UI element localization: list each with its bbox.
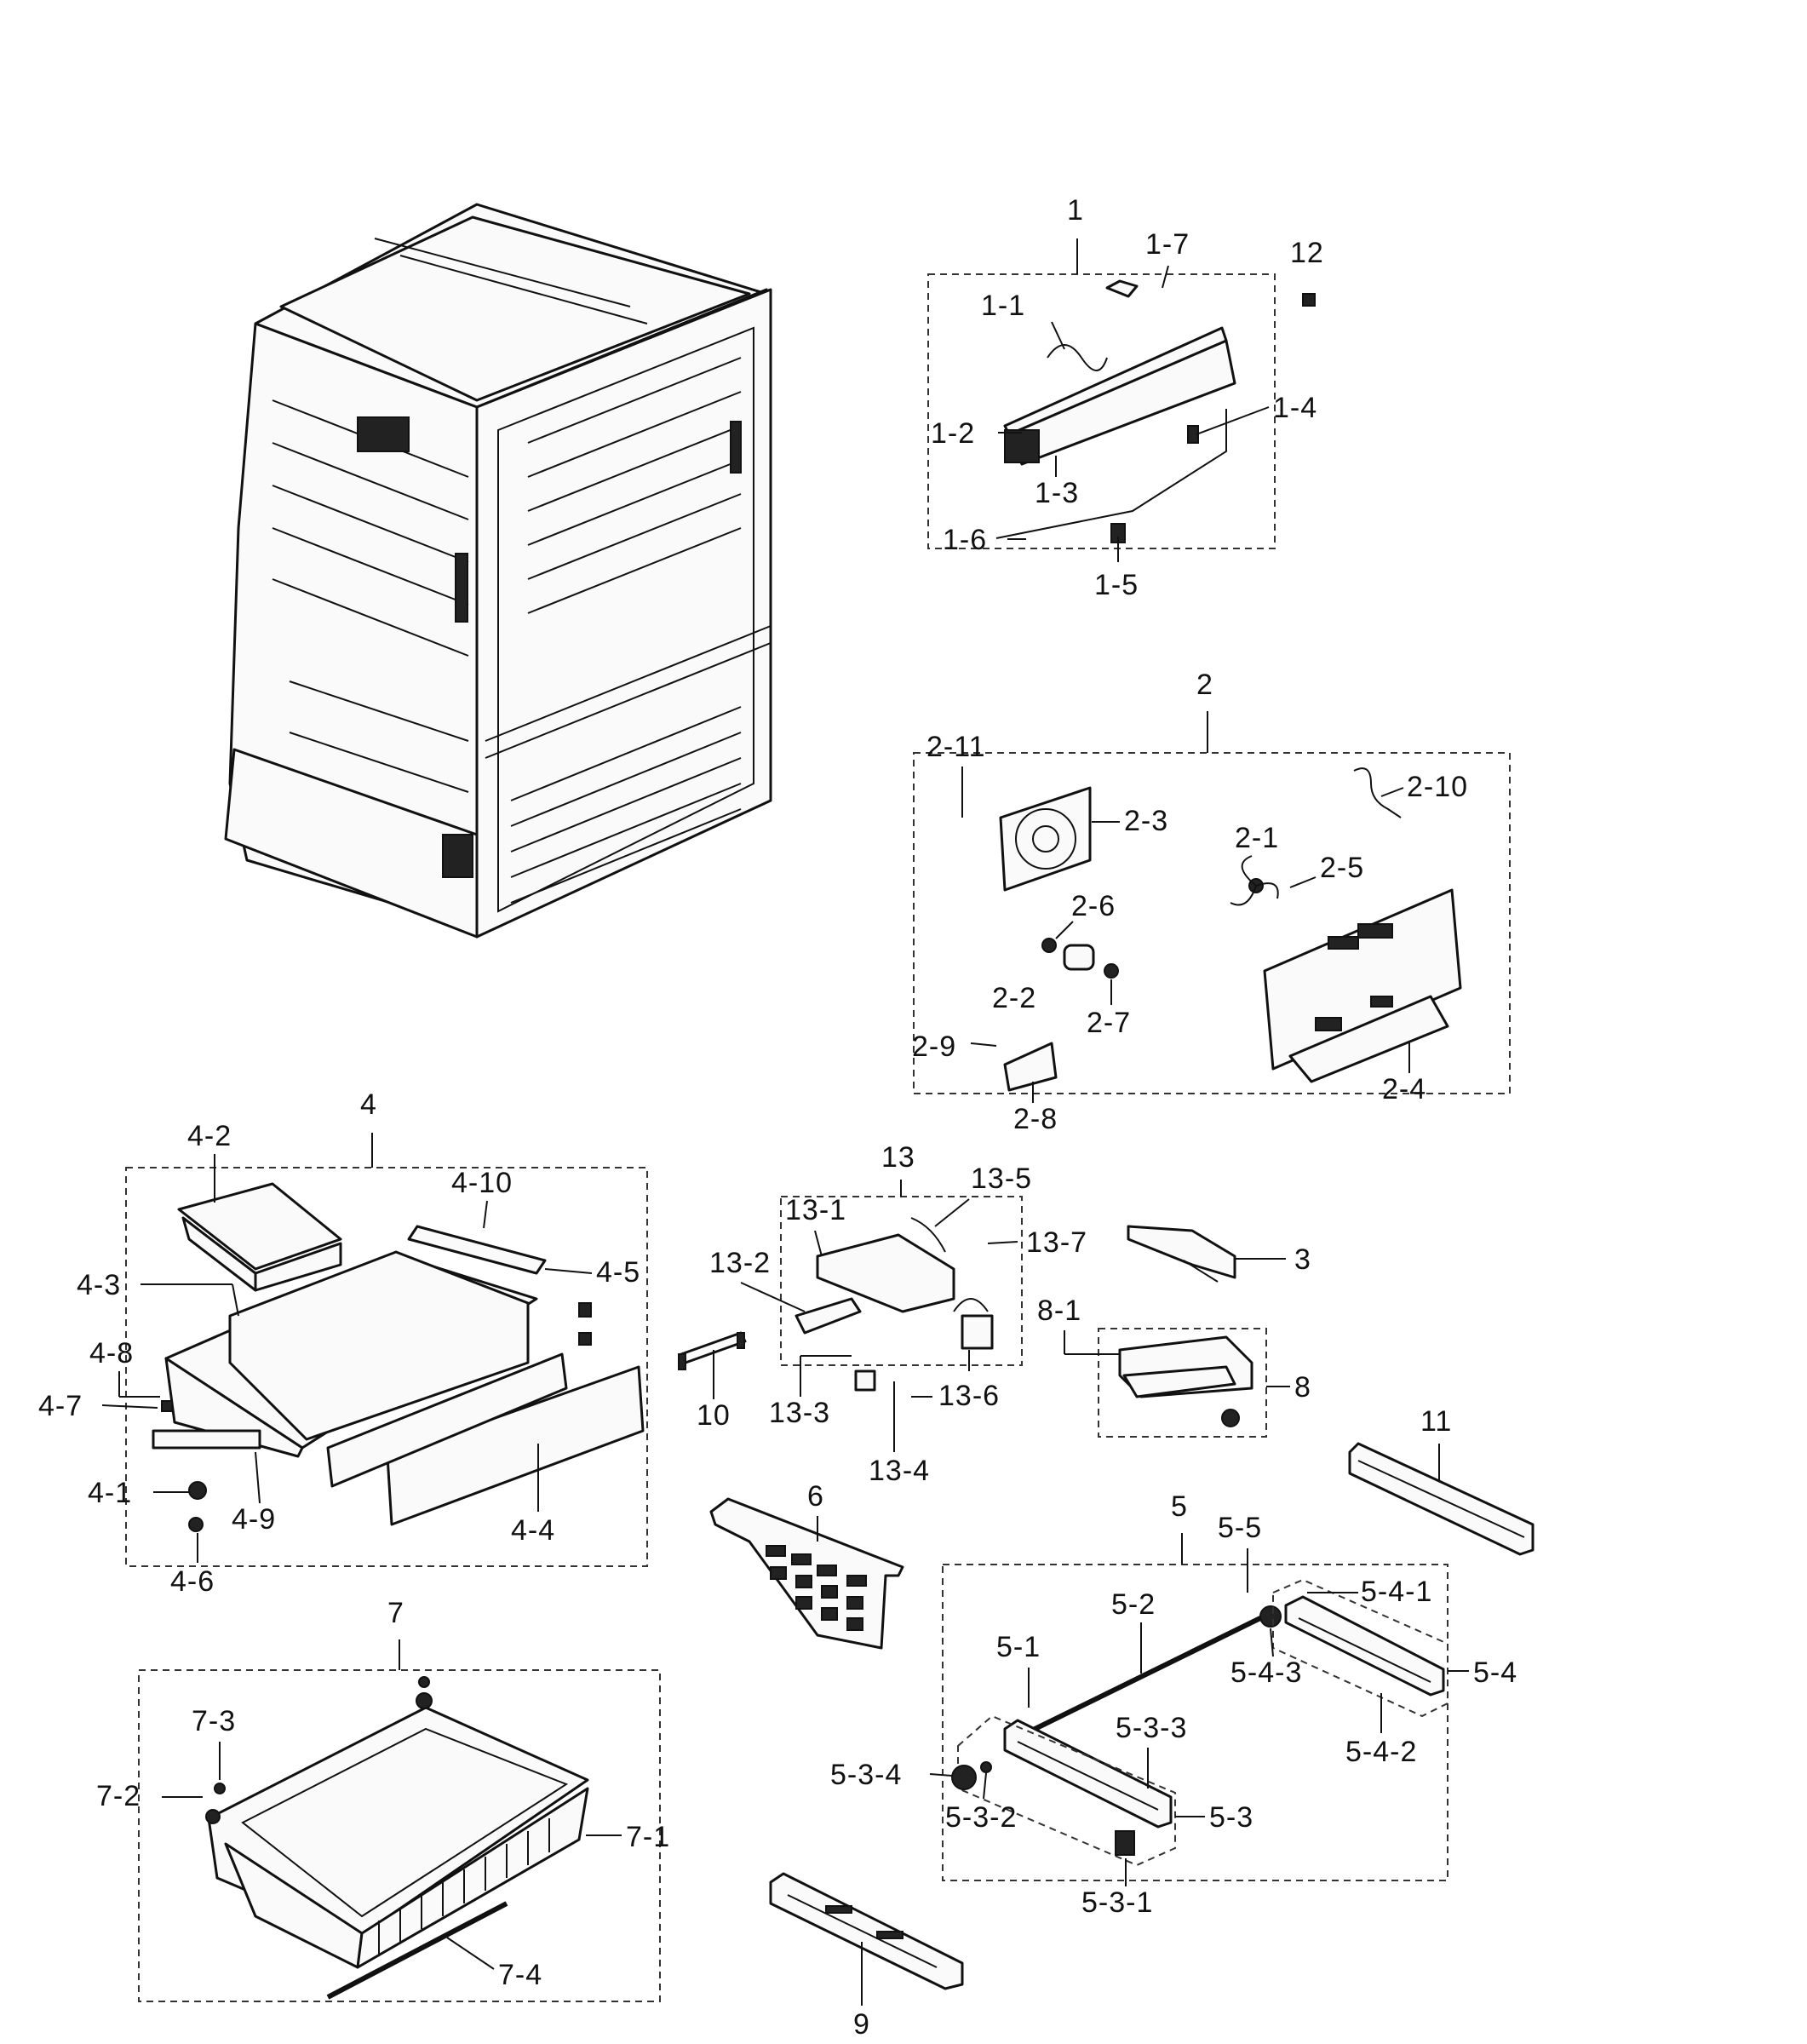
- callout-5-5: 5-5: [1218, 1512, 1262, 1544]
- callout-4-2: 4-2: [187, 1120, 232, 1152]
- callout-5-4-2: 5-4-2: [1345, 1736, 1417, 1768]
- group-2-fan-assembly: 2 2-11 2-3 2-10 2-1 2: [912, 669, 1511, 1135]
- callout-4-4: 4-4: [511, 1514, 555, 1547]
- part-9: 9: [769, 1872, 964, 2041]
- callout-2-9: 2-9: [912, 1031, 956, 1063]
- callout-13-5: 13-5: [971, 1163, 1032, 1195]
- group-4-upper-drawer: 4 4-2 4-10 4-5 4-3 4-8 4-7 4-1: [38, 1088, 648, 1598]
- callout-1-6: 1-6: [943, 524, 987, 556]
- callout-2-11: 2-11: [926, 731, 986, 763]
- callout-5-4-3: 5-4-3: [1230, 1656, 1302, 1689]
- callout-4-3: 4-3: [77, 1269, 121, 1301]
- callout-1-5: 1-5: [1094, 569, 1139, 601]
- refrigerator-cabinet: [224, 203, 772, 939]
- callout-2-10: 2-10: [1407, 771, 1468, 803]
- part-3: 3: [1127, 1225, 1311, 1283]
- callout-2: 2: [1196, 669, 1213, 701]
- callout-5-3-2: 5-3-2: [945, 1801, 1017, 1834]
- callout-2-5: 2-5: [1320, 852, 1364, 884]
- callout-7-1: 7-1: [626, 1821, 670, 1853]
- callout-4-8: 4-8: [89, 1337, 134, 1369]
- callout-4-7: 4-7: [38, 1390, 83, 1422]
- group-8: 8-1 8: [1037, 1295, 1311, 1438]
- callout-9: 9: [853, 2008, 870, 2041]
- callout-1-1: 1-1: [981, 290, 1025, 322]
- callout-4: 4: [360, 1088, 377, 1121]
- part-12: 12: [1290, 237, 1324, 307]
- callout-10: 10: [697, 1399, 731, 1432]
- callout-2-6: 2-6: [1071, 890, 1116, 922]
- callout-11: 11: [1420, 1405, 1452, 1438]
- part-6: 6: [709, 1480, 904, 1650]
- callout-13-2: 13-2: [709, 1247, 771, 1279]
- callout-4-1: 4-1: [88, 1477, 132, 1509]
- callout-1-7: 1-7: [1145, 228, 1190, 261]
- callout-5-1: 5-1: [996, 1631, 1041, 1663]
- callout-2-3: 2-3: [1124, 805, 1168, 837]
- callout-2-7: 2-7: [1087, 1007, 1131, 1039]
- callout-5-3: 5-3: [1209, 1801, 1253, 1834]
- callout-3: 3: [1294, 1243, 1311, 1276]
- callout-7-2: 7-2: [96, 1780, 141, 1812]
- callout-5-3-1: 5-3-1: [1081, 1886, 1153, 1919]
- callout-7-4: 7-4: [498, 1959, 542, 1991]
- callout-2-8: 2-8: [1013, 1103, 1058, 1135]
- part-10: 10: [678, 1331, 747, 1432]
- callout-2-1: 2-1: [1235, 822, 1279, 854]
- group-13-dispenser: 13 13-5 13-1 13-7 13-2 13-6 13-3 13-4: [709, 1141, 1087, 1487]
- callout-1-3: 1-3: [1035, 477, 1079, 509]
- callout-12: 12: [1290, 237, 1324, 269]
- callout-6: 6: [807, 1480, 824, 1513]
- callout-4-9: 4-9: [232, 1503, 276, 1536]
- callout-1-2: 1-2: [931, 417, 975, 450]
- callout-13-6: 13-6: [938, 1380, 1000, 1412]
- callout-4-6: 4-6: [170, 1565, 215, 1598]
- group-1-evaporator: 1 1-7 1-1 1-2 1-3 1-4 1-6 1-5: [927, 194, 1317, 601]
- part-11: 11: [1348, 1405, 1535, 1556]
- callout-1-4: 1-4: [1273, 392, 1317, 424]
- callout-8: 8: [1294, 1371, 1311, 1404]
- callout-5-2: 5-2: [1111, 1588, 1156, 1621]
- callout-5: 5: [1171, 1490, 1188, 1523]
- callout-4-5: 4-5: [596, 1256, 640, 1289]
- callout-13: 13: [881, 1141, 915, 1174]
- callout-7-3: 7-3: [192, 1705, 236, 1737]
- callout-4-10: 4-10: [451, 1167, 513, 1199]
- callout-2-2: 2-2: [992, 982, 1036, 1014]
- callout-5-3-4: 5-3-4: [830, 1759, 902, 1791]
- callout-13-7: 13-7: [1026, 1226, 1087, 1259]
- callout-13-4: 13-4: [869, 1455, 930, 1487]
- callout-5-3-3: 5-3-3: [1116, 1712, 1187, 1744]
- callout-13-3: 13-3: [769, 1397, 830, 1429]
- group-7-lower-drawer: 7 7-3 7-2 7-1 7-4: [96, 1597, 670, 2002]
- group-5-rail-assembly: 5 5-5 5-4-1 5-2 5-4-3 5-4 5-1 5-4-2 5-3-…: [830, 1490, 1517, 1919]
- callout-13-1: 13-1: [785, 1194, 846, 1226]
- callout-5-4-1: 5-4-1: [1361, 1576, 1432, 1608]
- callout-1: 1: [1067, 194, 1084, 227]
- callout-8-1: 8-1: [1037, 1295, 1081, 1327]
- callout-2-4: 2-4: [1382, 1073, 1426, 1105]
- callout-5-4: 5-4: [1473, 1656, 1517, 1689]
- callout-7: 7: [387, 1597, 404, 1629]
